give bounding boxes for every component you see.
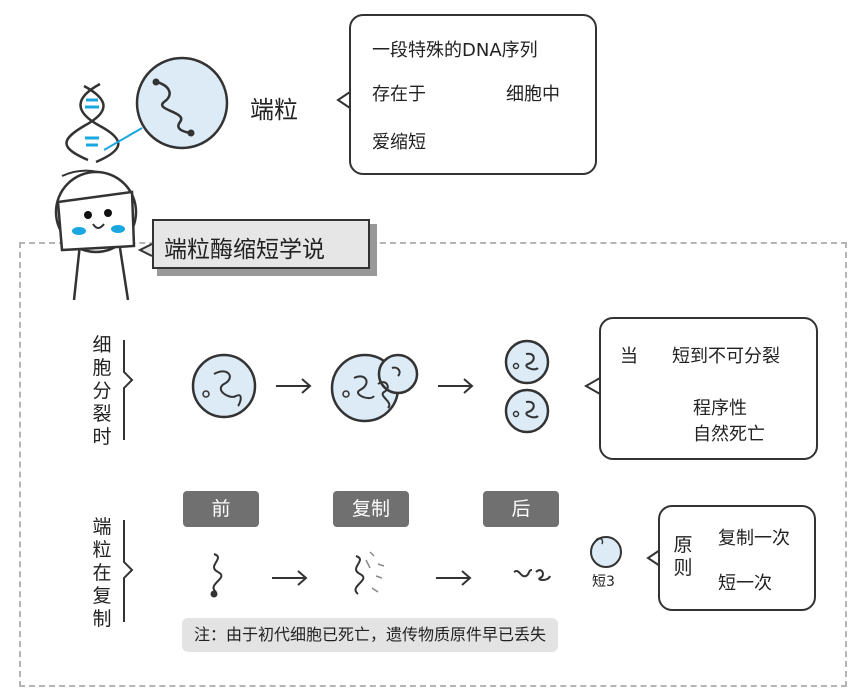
- zoom-line: [103, 127, 143, 151]
- principle-callout: [658, 505, 816, 611]
- cell-division-row-label: 细胞分裂时: [92, 334, 112, 448]
- tag-before: 前: [183, 491, 259, 527]
- tag-copy: 复制: [333, 491, 409, 527]
- strand-before-icon: [210, 553, 223, 598]
- brace: [123, 340, 134, 440]
- arrow: [272, 570, 308, 586]
- small-cell-icon: [590, 536, 622, 568]
- telomere-callout: [349, 14, 597, 175]
- strand-copying-icon: [354, 551, 385, 595]
- telomere-label: 端粒: [250, 96, 298, 124]
- cell-dividing-icon: [330, 353, 419, 423]
- apoptosis-line-3: 自然死亡: [693, 424, 765, 445]
- callout-line-1: 一段特殊的DNA序列: [372, 40, 538, 61]
- strand-after-icon: [513, 569, 551, 581]
- dna-helix-icon: [65, 82, 120, 164]
- theory-title: 端粒酶缩短学说: [164, 237, 325, 263]
- daughter-cells-icon: [504, 339, 550, 434]
- arrow: [438, 378, 474, 394]
- cell-whole-icon: [191, 353, 257, 419]
- principle-2: 短一次: [718, 573, 772, 594]
- principle-label: 原则: [673, 534, 693, 579]
- arrow: [436, 570, 472, 586]
- apoptosis-line-2: 程序性: [693, 398, 747, 419]
- footnote: 注：由于初代细胞已死亡，遗传物质原件早已丢失: [182, 618, 559, 652]
- telomere-zoom-icon: [135, 56, 229, 150]
- apoptosis-line-1-prefix: 当: [620, 346, 638, 367]
- brace: [123, 520, 134, 622]
- callout-line-3: 爱缩短: [372, 132, 426, 153]
- callout-pointer: [336, 91, 351, 109]
- arrow: [276, 378, 312, 394]
- replication-row-label: 端粒在复制: [92, 516, 112, 630]
- theory-title-banner: 端粒酶缩短学说: [152, 219, 370, 269]
- tag-after: 后: [483, 491, 559, 527]
- apoptosis-line-1-suffix: 短到不可分裂: [672, 346, 780, 367]
- short-count-label: 短3: [592, 574, 615, 590]
- callout-line-2-prefix: 存在于: [372, 84, 426, 105]
- cartoon-character-icon: [54, 169, 138, 301]
- apoptosis-callout: [599, 317, 818, 460]
- principle-1: 复制一次: [718, 528, 790, 549]
- theory-frame: [19, 242, 847, 687]
- callout-line-2-suffix: 细胞中: [506, 84, 560, 105]
